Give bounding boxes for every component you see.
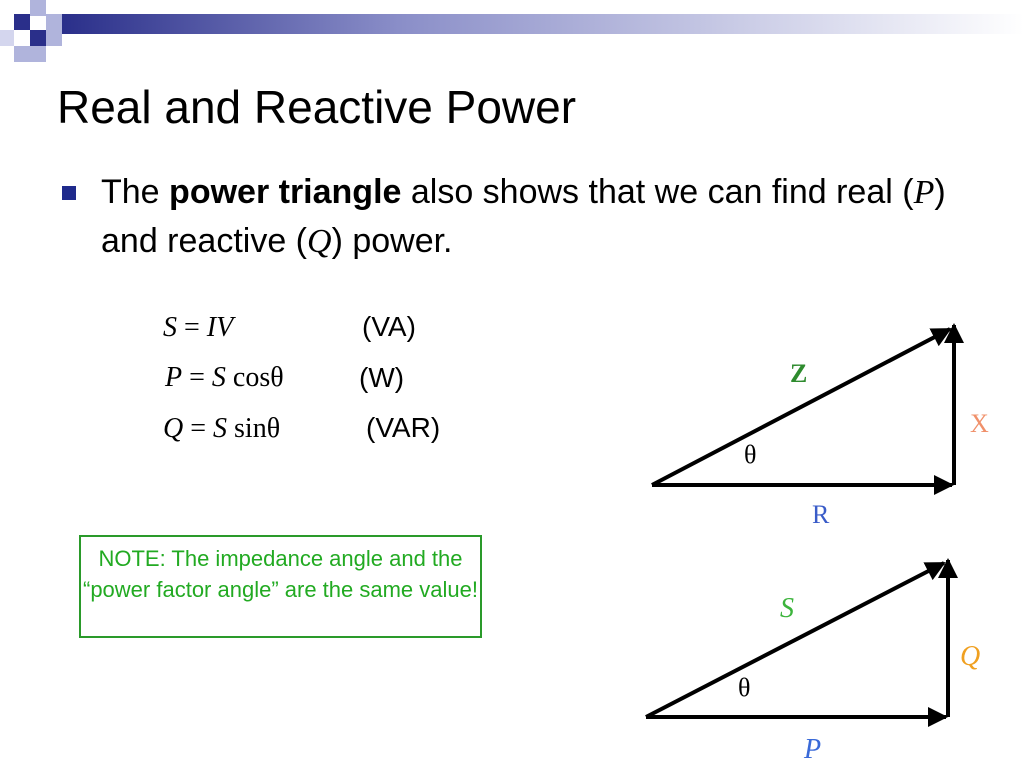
unit-w: (W): [359, 362, 405, 393]
var-q: Q: [307, 223, 332, 260]
theta-label-impedance: θ: [744, 440, 756, 469]
equation-s: S = IV: [163, 312, 234, 343]
power-triangle: S Q P θ: [645, 558, 980, 765]
x-label: X: [970, 409, 989, 438]
equation-q: Q = S sinθ: [163, 413, 281, 444]
bold-term: power triangle: [169, 173, 402, 211]
p-label: P: [803, 734, 821, 765]
unit-va: (VA): [362, 311, 416, 342]
unit-var: (VAR): [366, 412, 441, 443]
var-p: P: [913, 174, 935, 211]
header-decoration: [0, 0, 1024, 62]
s-vector: [645, 561, 946, 719]
z-vector: [651, 327, 952, 487]
slide-title: Real and Reactive Power: [57, 81, 577, 133]
note-box: NOTE: The impedance angle and the “power…: [79, 535, 482, 638]
s-label: S: [780, 593, 794, 624]
bullet-square-icon: [62, 186, 76, 200]
q-label: Q: [960, 641, 980, 672]
equation-p: P = S cosθ: [165, 362, 284, 393]
z-label: Z: [790, 359, 807, 388]
r-label: R: [812, 500, 830, 529]
impedance-triangle: Z X R θ: [651, 323, 989, 529]
theta-label-power: θ: [738, 673, 750, 702]
bullet-text: The power triangle also shows that we ca…: [101, 173, 946, 260]
triangles-diagram: Z X R θ S Q P θ: [645, 323, 989, 765]
